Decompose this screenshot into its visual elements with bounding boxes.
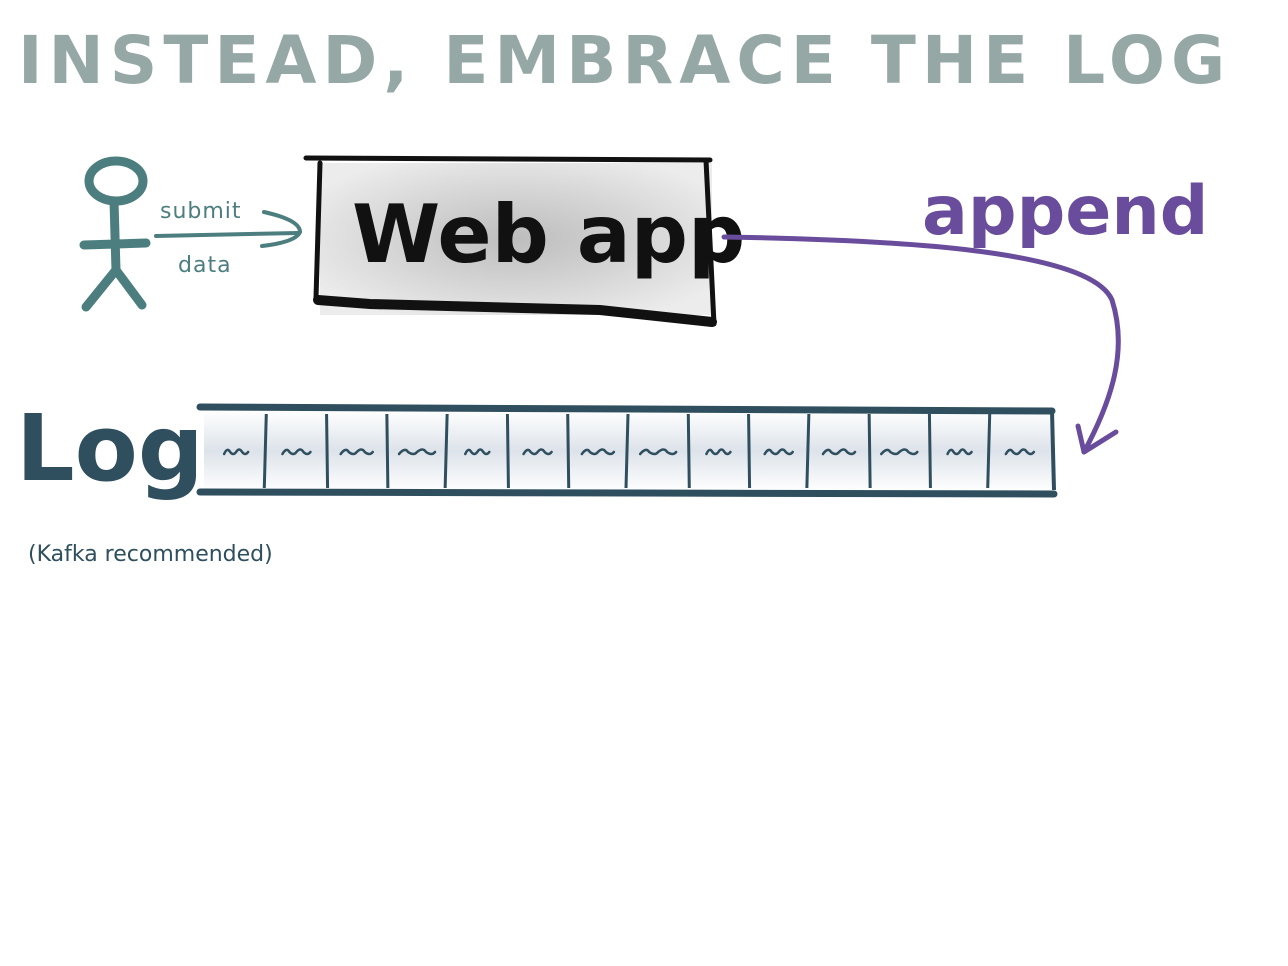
log-entry-scribble bbox=[339, 448, 374, 456]
log-entry-scribble bbox=[222, 448, 250, 456]
log-cell-divider bbox=[747, 413, 752, 489]
log-entry-scribble bbox=[281, 448, 312, 456]
append-arrow bbox=[721, 234, 1121, 455]
submit-label: submit bbox=[160, 199, 242, 224]
log-entry-scribble bbox=[705, 448, 732, 456]
data-label: data bbox=[178, 253, 232, 278]
log-entry-scribble bbox=[638, 448, 678, 456]
stick-figure-user-icon bbox=[79, 156, 151, 312]
log-label: Log bbox=[16, 395, 204, 502]
log-entry-scribble bbox=[580, 448, 616, 456]
log-cell-divider bbox=[505, 413, 510, 489]
log-entry-scribble bbox=[397, 448, 437, 456]
log-entry-scribble bbox=[464, 448, 491, 456]
log-cell-divider bbox=[867, 413, 872, 489]
web-app-label: Web app bbox=[352, 188, 745, 281]
log-cell-divider bbox=[686, 413, 691, 489]
log-entry-scribble bbox=[821, 448, 857, 456]
submit-data-arrow bbox=[154, 210, 303, 248]
log-cell-divider bbox=[566, 413, 571, 489]
log-cell-divider bbox=[624, 413, 630, 489]
log-cell-divider bbox=[262, 413, 268, 489]
log-entry-scribble bbox=[1004, 448, 1036, 456]
slide-title: INSTEAD, EMBRACE THE LOG bbox=[18, 22, 1232, 99]
log-entry-scribble bbox=[522, 448, 553, 456]
log-strip bbox=[196, 403, 1058, 498]
log-entry-scribble bbox=[763, 448, 794, 456]
web-app-box bbox=[303, 155, 717, 327]
append-label: append bbox=[922, 172, 1208, 251]
log-cell-divider bbox=[443, 413, 449, 489]
log-entry-scribble bbox=[880, 448, 919, 456]
log-note: (Kafka recommended) bbox=[28, 542, 273, 567]
log-cell-divider bbox=[325, 413, 330, 489]
log-cell-divider bbox=[385, 413, 390, 489]
log-entry-scribble bbox=[946, 448, 973, 456]
log-cell-divider bbox=[805, 413, 811, 489]
log-cells bbox=[222, 413, 1036, 489]
log-cell-divider bbox=[986, 413, 992, 489]
log-cell-divider bbox=[927, 413, 932, 489]
